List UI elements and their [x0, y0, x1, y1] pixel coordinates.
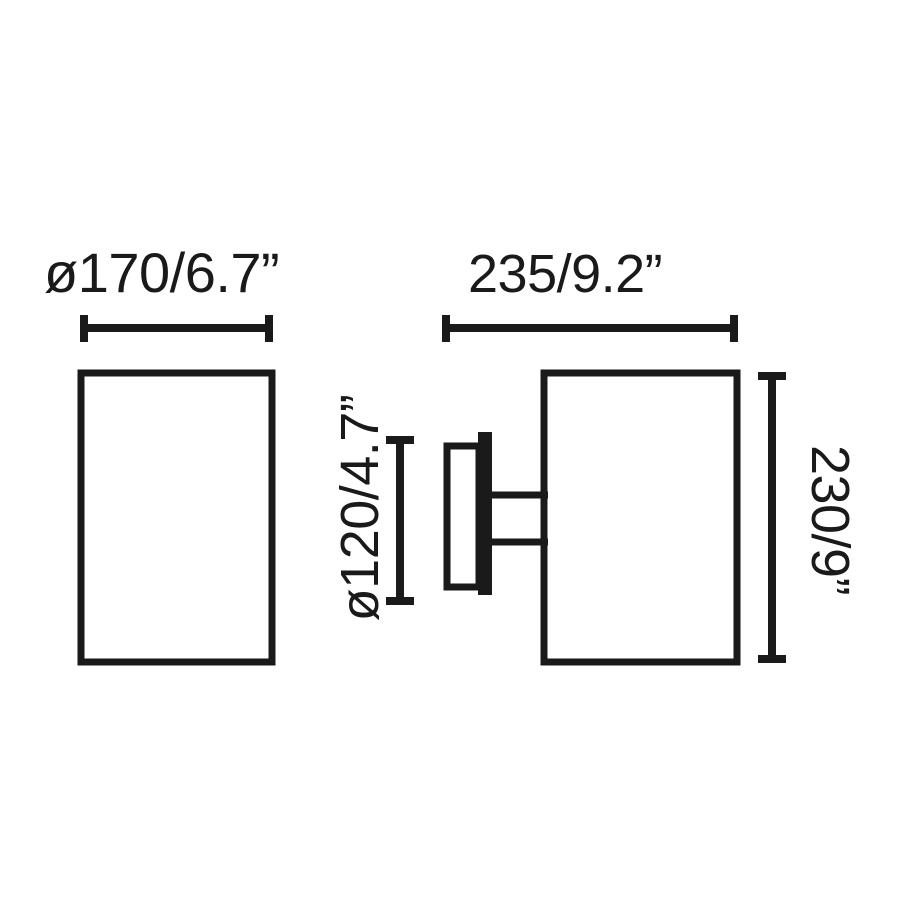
dimension-label-depth-side: 235/9.2” — [468, 244, 663, 304]
side-view-group — [540, 369, 741, 666]
dimension-line-height-side — [758, 372, 786, 663]
mount-bar-group — [478, 432, 492, 595]
wall-mounting-plate-outline — [443, 442, 483, 591]
front-view-group — [77, 369, 276, 666]
front-view-body-outline — [77, 369, 276, 666]
dimension-line-diameter-base — [386, 436, 414, 605]
dimension-label-diameter-base: ø120/4.7” — [330, 394, 390, 622]
mount-bar-fill — [478, 432, 492, 595]
side-view-body-outline — [540, 369, 741, 666]
dimension-label-width-front: ø170/6.7” — [44, 241, 280, 304]
wall-plate-group — [443, 442, 483, 591]
dimension-label-height-side: 230/9” — [800, 444, 860, 596]
mounting-arm-group — [487, 491, 548, 546]
dimension-line-depth-side — [442, 315, 738, 342]
dimension-line-width-front — [80, 315, 273, 342]
